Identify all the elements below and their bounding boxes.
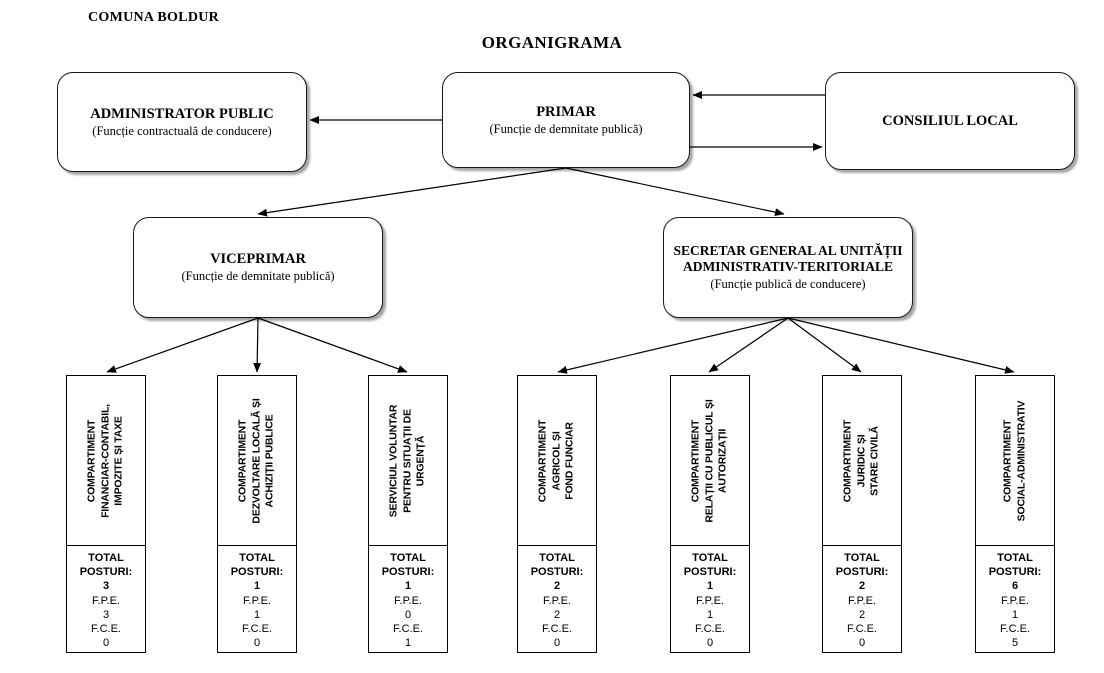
node-subtitle: (Funcție publică de conducere): [710, 277, 866, 292]
fce-label: F.C.E.: [393, 623, 423, 636]
fpe-value: 3: [102, 608, 110, 621]
dept-name: COMPARTIMENT DEZVOLTARE LOCALĂ ȘI ACHIZI…: [236, 397, 276, 524]
dept-social-administrativ: COMPARTIMENT SOCIAL-ADMINISTRATIV TOTAL …: [975, 375, 1055, 653]
fpe-label: F.P.E.: [92, 594, 120, 607]
dept-totals: TOTAL POSTURI: 6 F.P.E. 1 F.C.E. 5: [976, 546, 1054, 650]
node-title: ADMINISTRATOR PUBLIC: [90, 105, 274, 122]
dept-name: COMPARTIMENT FINANCIAR-CONTABIL, IMPOZIT…: [85, 403, 125, 518]
fce-value: 0: [253, 637, 261, 650]
node-secretar-general: SECRETAR GENERAL AL UNITĂȚII ADMINISTRAT…: [663, 217, 913, 318]
dept-totals: TOTAL POSTURI: 1 F.P.E. 1 F.C.E. 0: [218, 546, 296, 650]
fpe-value: 2: [553, 608, 561, 621]
fce-label: F.C.E.: [91, 623, 121, 636]
total-value: 2: [858, 580, 866, 593]
total-value: 2: [553, 580, 561, 593]
total-label: TOTAL: [390, 552, 426, 564]
total-label: TOTAL: [844, 552, 880, 564]
dept-juridic: COMPARTIMENT JURIDIC ȘI STARE CIVILĂ TOT…: [822, 375, 902, 653]
total-label: TOTAL: [997, 552, 1033, 564]
dept-name: COMPARTIMENT JURIDIC ȘI STARE CIVILĂ: [841, 419, 881, 502]
arrow-primar-to-secretar: [565, 167, 785, 217]
dept-agricol: COMPARTIMENT AGRICOL ȘI FOND FUNCIAR TOT…: [517, 375, 597, 653]
total-value: 6: [1011, 580, 1019, 593]
dept-name: COMPARTIMENT AGRICOL ȘI FOND FUNCIAR: [536, 419, 576, 502]
fce-value: 0: [553, 637, 561, 650]
dept-name: COMPARTIMENT SOCIAL-ADMINISTRATIV: [1001, 400, 1027, 521]
total-label: POSTURI:: [988, 566, 1042, 579]
node-subtitle: (Funcție de demnitate publică): [489, 121, 643, 136]
total-label: POSTURI:: [230, 566, 284, 579]
node-subtitle: (Funcție contractuală de conducere): [92, 123, 272, 138]
fpe-label: F.P.E.: [848, 594, 876, 607]
node-administrator-public: ADMINISTRATOR PUBLIC (Funcție contractua…: [57, 72, 307, 172]
arrow-secretar-to-dept6: [787, 317, 862, 373]
fce-value: 0: [102, 637, 110, 650]
fpe-value: 2: [858, 608, 866, 621]
total-label: POSTURI:: [381, 566, 435, 579]
dept-totals: TOTAL POSTURI: 3 F.P.E. 3 F.C.E. 0: [67, 546, 145, 650]
total-label: POSTURI:: [683, 566, 737, 579]
total-label: TOTAL: [539, 552, 575, 564]
fpe-label: F.P.E.: [1001, 594, 1029, 607]
total-value: 3: [102, 580, 110, 593]
arrow-primar-to-viceprimar: [257, 167, 567, 217]
fce-value: 5: [1011, 637, 1019, 650]
node-subtitle: (Funcție de demnitate publică): [181, 269, 335, 284]
dept-serviciul-voluntar: SERVICIUL VOLUNTAR PENTRU SITUAȚII DE UR…: [368, 375, 448, 653]
total-label: POSTURI:: [79, 566, 133, 579]
total-value: 1: [404, 580, 412, 593]
fpe-value: 1: [706, 608, 714, 621]
fce-value: 0: [706, 637, 714, 650]
node-title: PRIMAR: [536, 103, 596, 120]
dept-name: SERVICIUL VOLUNTAR PENTRU SITUAȚII DE UR…: [387, 404, 427, 517]
dept-name: COMPARTIMENT RELAȚII CU PUBLICUL ȘI AUTO…: [689, 398, 729, 523]
page-title: ORGANIGRAMA: [481, 33, 623, 52]
org-name: COMUNA BOLDUR: [88, 10, 220, 25]
arrow-viceprimar-to-dept1: [106, 317, 259, 373]
fce-value: 1: [404, 637, 412, 650]
dept-financiar-contabil: COMPARTIMENT FINANCIAR-CONTABIL, IMPOZIT…: [66, 375, 146, 653]
total-label: POSTURI:: [530, 566, 584, 579]
fpe-label: F.P.E.: [696, 594, 724, 607]
node-title: SECRETAR GENERAL AL UNITĂȚII ADMINISTRAT…: [673, 242, 903, 275]
dept-totals: TOTAL POSTURI: 1 F.P.E. 1 F.C.E. 0: [671, 546, 749, 650]
fce-label: F.C.E.: [695, 623, 725, 636]
fpe-value: 0: [404, 608, 412, 621]
dept-relatii-publicul: COMPARTIMENT RELAȚII CU PUBLICUL ȘI AUTO…: [670, 375, 750, 653]
total-label: TOTAL: [692, 552, 728, 564]
fce-label: F.C.E.: [242, 623, 272, 636]
fce-value: 0: [858, 637, 866, 650]
fpe-value: 1: [253, 608, 261, 621]
dept-dezvoltare-locala: COMPARTIMENT DEZVOLTARE LOCALĂ ȘI ACHIZI…: [217, 375, 297, 653]
fce-label: F.C.E.: [1000, 623, 1030, 636]
dept-totals: TOTAL POSTURI: 1 F.P.E. 0 F.C.E. 1: [369, 546, 447, 650]
total-value: 1: [706, 580, 714, 593]
fpe-label: F.P.E.: [543, 594, 571, 607]
fce-label: F.C.E.: [542, 623, 572, 636]
fpe-value: 1: [1011, 608, 1019, 621]
arrow-secretar-to-dept7: [787, 317, 1015, 374]
node-viceprimar: VICEPRIMAR (Funcție de demnitate publică…: [133, 217, 383, 318]
node-title: CONSILIUL LOCAL: [882, 112, 1018, 129]
node-consiliul-local: CONSILIUL LOCAL: [825, 72, 1075, 170]
arrow-viceprimar-to-dept2: [253, 317, 262, 373]
total-label: TOTAL: [88, 552, 124, 564]
dept-totals: TOTAL POSTURI: 2 F.P.E. 2 F.C.E. 0: [518, 546, 596, 650]
fpe-label: F.P.E.: [243, 594, 271, 607]
total-label: POSTURI:: [835, 566, 889, 579]
fpe-label: F.P.E.: [394, 594, 422, 607]
total-value: 1: [253, 580, 261, 593]
total-label: TOTAL: [239, 552, 275, 564]
node-primar: PRIMAR (Funcție de demnitate publică): [442, 72, 690, 168]
arrow-secretar-to-dept4: [557, 317, 789, 374]
arrow-secretar-to-dept5: [708, 317, 789, 373]
arrow-viceprimar-to-dept3: [257, 317, 408, 373]
node-title: VICEPRIMAR: [210, 251, 306, 268]
fce-label: F.C.E.: [847, 623, 877, 636]
dept-totals: TOTAL POSTURI: 2 F.P.E. 2 F.C.E. 0: [823, 546, 901, 650]
